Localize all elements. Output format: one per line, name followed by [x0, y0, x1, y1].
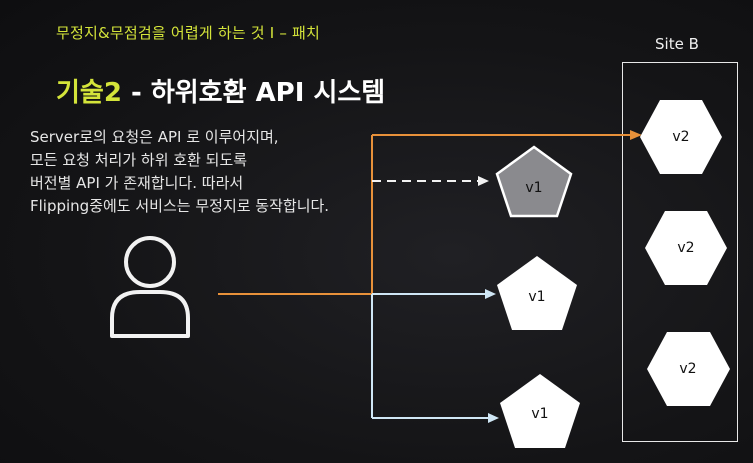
description-line: 버전별 API 가 존재합니다. 따라서 — [30, 174, 244, 192]
description-line: Server로의 요청은 API 로 이루어지며, — [30, 128, 279, 146]
node-label: v2 — [677, 240, 694, 256]
slide-title: 기술2 - 하위호환 API 시스템 — [56, 72, 385, 109]
description-line: 모든 요청 처리가 하위 호환 되도록 — [30, 151, 248, 169]
v1-node: v1 — [500, 374, 580, 448]
v2-node: v2 — [645, 211, 727, 285]
arrow-head-icon — [478, 176, 489, 186]
node-label: v1 — [528, 289, 545, 305]
description-line: Flipping중에도 서비스는 무정지로 동작합니다. — [30, 197, 330, 215]
node-label: v1 — [531, 406, 548, 422]
site-b-label: Site B — [655, 35, 699, 53]
v1-node-inactive: v1 — [495, 145, 573, 218]
arrow-head-icon — [630, 130, 642, 140]
user-icon — [110, 236, 190, 338]
v2-node: v2 — [640, 100, 722, 174]
node-label: v2 — [679, 361, 696, 377]
v1-node: v1 — [497, 256, 577, 330]
node-label: v1 — [525, 180, 542, 196]
v2-node: v2 — [647, 332, 730, 406]
description-text: Server로의 요청은 API 로 이루어지며, 모든 요청 처리가 하위 호… — [30, 126, 329, 218]
arrow-head-icon — [488, 413, 499, 423]
node-label: v2 — [672, 129, 689, 145]
title-accent: 기술2 — [56, 78, 122, 108]
arrow-head-icon — [485, 289, 496, 299]
title-rest: - 하위호환 API 시스템 — [121, 78, 386, 108]
site-b-box — [622, 62, 738, 442]
slide-subtitle: 무정지&무점검을 어렵게 하는 것 I – 패치 — [56, 24, 321, 42]
